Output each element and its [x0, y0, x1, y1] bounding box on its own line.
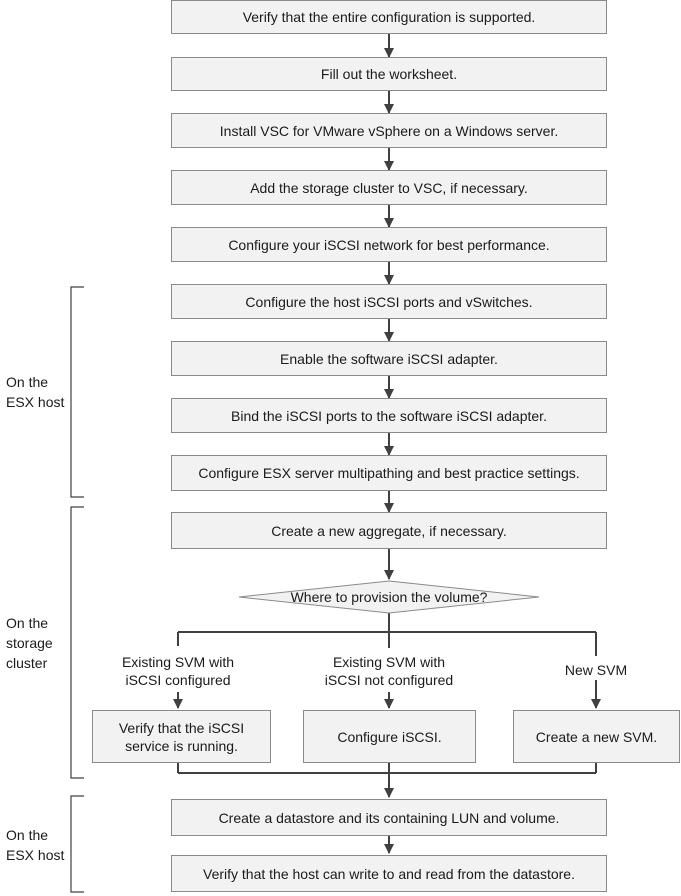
step-create-svm: Create a new SVM. — [513, 710, 680, 763]
branch-middle-label-line1: Existing SVM with — [332, 654, 446, 670]
step-configure-iscsi-network: Configure your iSCSI network for best pe… — [171, 227, 607, 262]
bracket-esx-host-1 — [70, 286, 84, 498]
branch-middle-label-line2: iSCSI not configured — [324, 672, 454, 688]
branch-right-label: New SVM — [564, 662, 628, 678]
side-label-esx-host-1-line2: ESX host — [6, 394, 65, 410]
step-verify-host-read-write: Verify that the host can write to and re… — [171, 855, 607, 892]
step-verify-iscsi-service: Verify that the iSCSI service is running… — [92, 710, 271, 763]
branch-left-label-line1: Existing SVM with — [121, 654, 235, 670]
side-label-storage-cluster-line2: storage — [6, 635, 53, 651]
decision-label: Where to provision the volume? — [290, 589, 488, 605]
step-create-datastore: Create a datastore and its containing LU… — [171, 799, 607, 836]
step-enable-iscsi-adapter: Enable the software iSCSI adapter. — [171, 341, 607, 376]
bracket-esx-host-2 — [70, 795, 84, 893]
side-label-esx-host-2-line2: ESX host — [6, 847, 65, 863]
step-create-aggregate: Create a new aggregate, if necessary. — [171, 512, 607, 549]
step-install-vsc: Install VSC for VMware vSphere on a Wind… — [171, 113, 607, 148]
side-label-esx-host-2-line1: On the — [6, 827, 49, 843]
step-configure-host-ports: Configure the host iSCSI ports and vSwit… — [171, 284, 607, 319]
step-configure-iscsi: Configure iSCSI. — [303, 710, 476, 763]
branch-left-label-line2: iSCSI configured — [125, 672, 231, 688]
side-label-storage-cluster-line3: cluster — [6, 655, 48, 671]
step-verify-iscsi-service-line2: service is running. — [125, 737, 238, 754]
branch-middle-label: Existing SVM with iSCSI not configured — [304, 653, 474, 689]
step-fill-worksheet: Fill out the worksheet. — [171, 57, 607, 91]
side-label-storage-cluster-line1: On the — [6, 615, 49, 631]
side-label-esx-host-1: On the ESX host — [6, 372, 64, 412]
side-label-storage-cluster: On the storage cluster — [6, 613, 53, 673]
branch-left-label: Existing SVM with iSCSI configured — [98, 653, 258, 689]
step-configure-multipathing: Configure ESX server multipathing and be… — [171, 455, 607, 491]
step-verify-configuration: Verify that the entire configuration is … — [171, 0, 607, 34]
decision-diamond — [238, 580, 540, 614]
side-label-esx-host-1-line1: On the — [6, 374, 49, 390]
bracket-storage-cluster — [70, 506, 84, 779]
side-label-esx-host-2: On the ESX host — [6, 825, 64, 865]
step-verify-iscsi-service-line1: Verify that the iSCSI — [118, 719, 245, 736]
step-add-storage-cluster: Add the storage cluster to VSC, if neces… — [171, 170, 607, 205]
step-bind-iscsi-ports: Bind the iSCSI ports to the software iSC… — [171, 398, 607, 433]
